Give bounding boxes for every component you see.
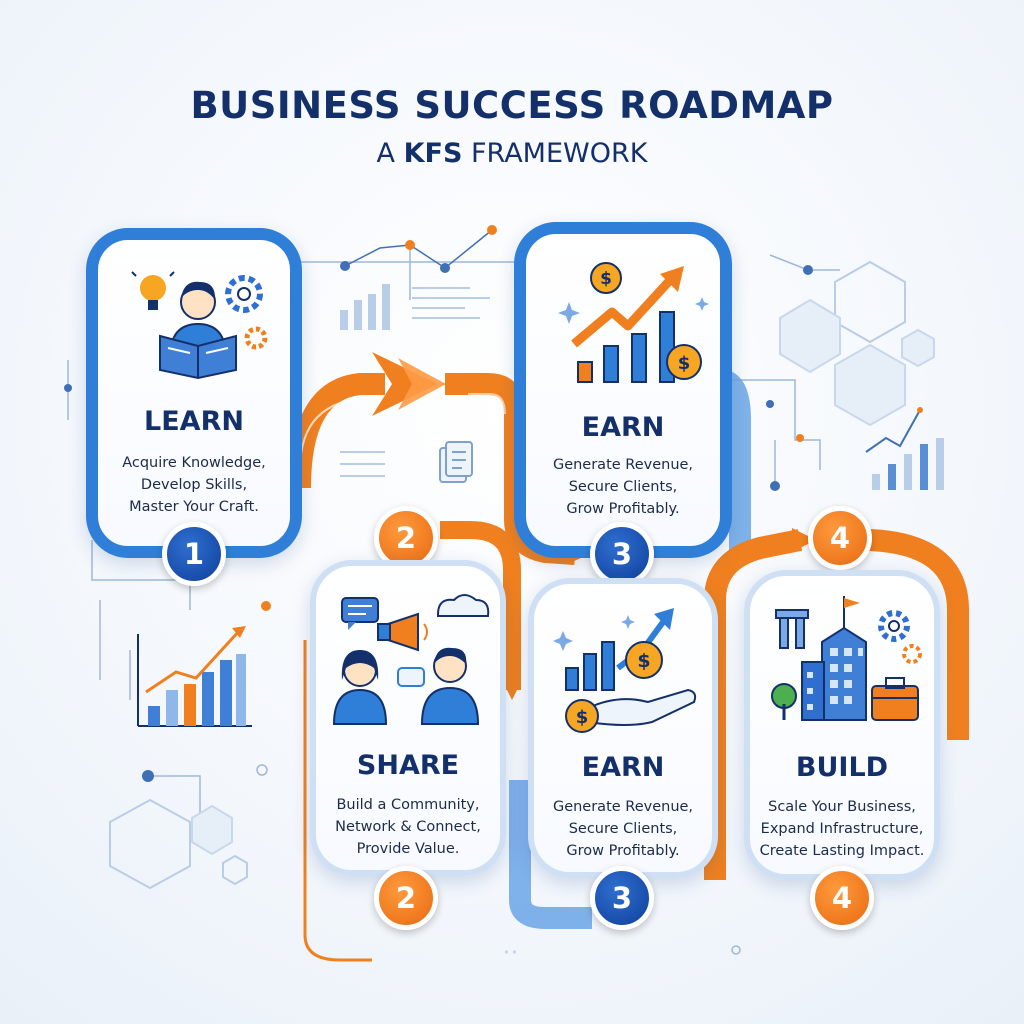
step-description: Scale Your Business, Expand Infrastructu…	[750, 796, 934, 862]
step-title: BUILD	[795, 752, 889, 783]
step-number-badge: 3	[590, 522, 654, 586]
description-line: Grow Profitably.	[566, 843, 680, 859]
step-number-badge: 2	[374, 506, 438, 570]
growth-chart-icon: $ $	[558, 262, 709, 383]
step-description: Generate Revenue, Secure Clients, Grow P…	[534, 796, 712, 862]
step-number-badge: 1	[162, 522, 226, 586]
description-line: Provide Value.	[356, 841, 460, 857]
description-line: Acquire Knowledge,	[122, 455, 266, 471]
description-line: Secure Clients,	[568, 821, 678, 837]
step-title: SHARE	[356, 750, 460, 781]
svg-text:$: $	[678, 353, 691, 374]
step-title: EARN	[581, 412, 665, 443]
step-card-share: SHARE Build a Community, Network & Conne…	[310, 560, 506, 876]
step-title: LEARN	[144, 406, 244, 437]
page-title: BUSINESS SUCCESS ROADMAP	[190, 84, 834, 127]
svg-text:$: $	[576, 707, 589, 728]
step-number-badge: 2	[374, 866, 438, 930]
people-megaphone-icon	[332, 594, 490, 725]
money-hand-icon: $ $	[553, 608, 697, 733]
learner-reading-icon	[131, 271, 268, 380]
bar-chart-left	[137, 626, 252, 727]
description-line: Scale Your Business,	[768, 799, 916, 815]
description-line: Secure Clients,	[568, 479, 678, 495]
step-number-badge: 4	[808, 506, 872, 570]
description-line: Build a Community,	[336, 797, 480, 813]
step-description: Generate Revenue, Secure Clients, Grow P…	[526, 454, 720, 520]
step-description: Acquire Knowledge, Develop Skills, Maste…	[98, 452, 290, 518]
description-line: Develop Skills,	[140, 477, 248, 493]
step-title: EARN	[581, 752, 665, 783]
description-line: Generate Revenue,	[552, 799, 694, 815]
subtitle-suffix: FRAMEWORK	[462, 138, 648, 169]
description-line: Grow Profitably.	[566, 501, 680, 517]
step-card-build: BUILD Scale Your Business, Expand Infras…	[744, 570, 940, 880]
document-icon	[439, 441, 473, 483]
step-card-learn: LEARN Acquire Knowledge, Develop Skills,…	[86, 228, 302, 558]
step-description: Build a Community, Network & Connect, Pr…	[316, 794, 500, 860]
step-number-badge: 3	[590, 866, 654, 930]
description-line: Master Your Craft.	[129, 499, 259, 515]
text-lines-decoration	[340, 287, 490, 477]
building-icon	[771, 596, 922, 721]
description-line: Expand Infrastructure,	[760, 821, 924, 837]
page-subtitle: A KFS FRAMEWORK	[0, 138, 1024, 169]
connector-build-loop	[704, 528, 969, 880]
description-line: Create Lasting Impact.	[759, 843, 925, 859]
subtitle-prefix: A	[376, 138, 404, 169]
hexagons-left	[109, 798, 248, 890]
svg-text:$: $	[637, 650, 650, 672]
connector-share-loop	[303, 521, 521, 962]
step-number-badge: 4	[810, 866, 874, 930]
subtitle-brand: KFS	[403, 138, 463, 169]
step-card-earn-upper: $ $ EARN Generate Revenue, Secure Client…	[514, 222, 732, 558]
description-line: Generate Revenue,	[552, 457, 694, 473]
mini-bar-chart-right	[865, 407, 944, 490]
hexagons-right	[779, 260, 935, 427]
svg-text:$: $	[600, 269, 612, 289]
description-line: Network & Connect,	[335, 819, 481, 835]
mini-bar-chart-top	[340, 284, 390, 330]
step-card-earn-lower: $ $ EARN Generate Revenue, Secure Client…	[528, 578, 718, 878]
